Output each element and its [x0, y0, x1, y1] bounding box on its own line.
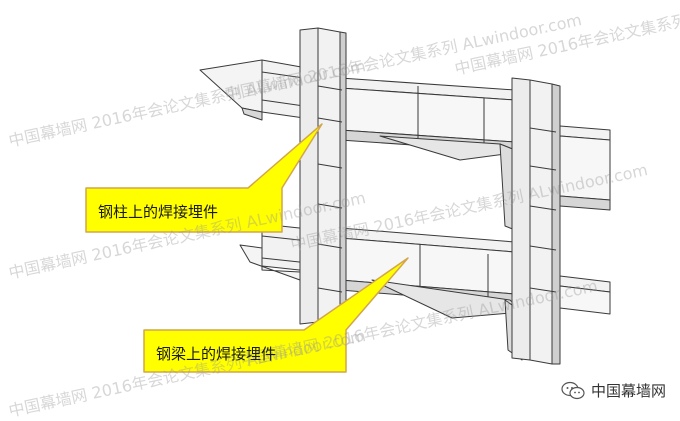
right-beam-stubs — [559, 125, 611, 315]
upper-beam-bracket — [379, 135, 521, 233]
brand-badge: 中国幕墙网 — [561, 380, 666, 401]
right-steel-column — [511, 77, 561, 365]
callout-beam-embed — [143, 257, 409, 373]
brand-name: 中国幕墙网 — [590, 382, 666, 400]
left-steel-column — [299, 27, 347, 327]
callout-column-embed — [85, 123, 323, 233]
callout-label-column: 钢柱上的焊接埋件 — [98, 203, 219, 221]
callout-label-beam: 钢梁上的焊接埋件 — [156, 345, 277, 363]
wechat-icon — [561, 381, 585, 399]
